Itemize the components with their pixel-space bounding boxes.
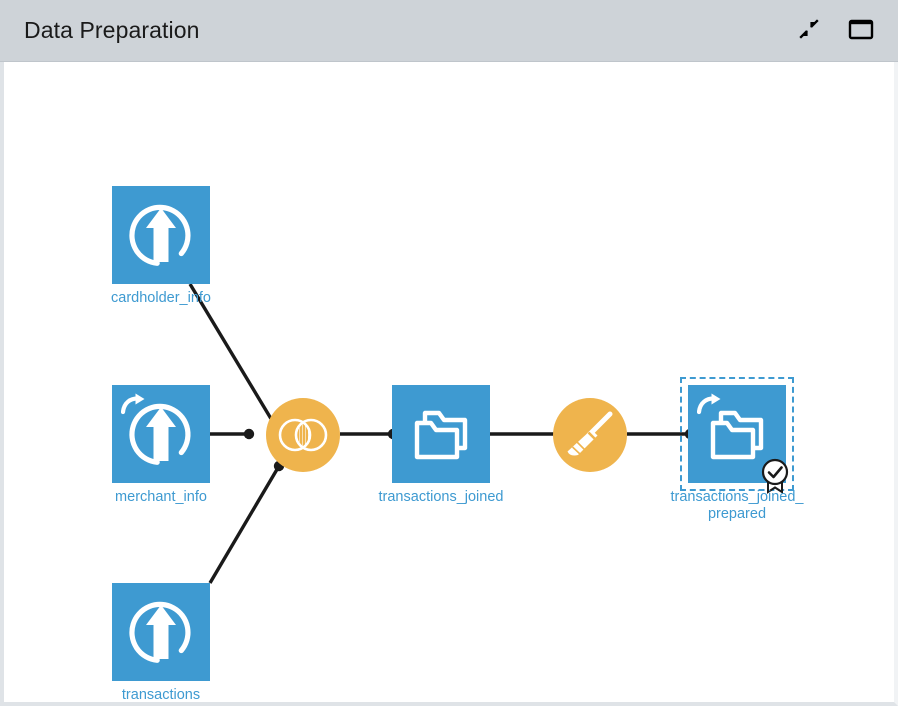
share-arrow-icon	[696, 393, 721, 415]
folders-dataset-icon	[392, 385, 490, 488]
flow-canvas[interactable]: cardholder_info merchant_info transactio…	[4, 62, 894, 702]
titlebar-actions	[796, 18, 874, 44]
node-selection-ring	[680, 377, 794, 491]
collapse-button[interactable]	[796, 18, 822, 44]
page-title: Data Preparation	[24, 17, 200, 43]
node-label: merchant_info	[115, 489, 207, 505]
edge-endpoint-dot	[243, 428, 255, 440]
node-label: transactions_joined_ prepared	[670, 489, 804, 522]
node-label: transactions	[121, 687, 201, 702]
flow-canvas-frame: cardholder_info merchant_info transactio…	[0, 62, 898, 706]
broom-cleanse-icon	[553, 398, 627, 477]
node-label: transactions_joined	[378, 489, 504, 505]
import-upload-icon	[112, 583, 210, 686]
collapse-arrows-icon	[797, 17, 821, 44]
certified-badge-icon	[761, 458, 789, 494]
node-label: cardholder_info	[111, 290, 211, 306]
share-arrow-icon	[120, 393, 147, 420]
share-arrow-icon	[120, 393, 145, 415]
import-upload-icon	[112, 186, 210, 289]
import-upload-icon	[112, 385, 210, 488]
flow-edge	[208, 465, 281, 584]
folders-dataset-icon	[688, 385, 786, 488]
maximize-button[interactable]	[848, 18, 874, 44]
window-titlebar: Data Preparation	[0, 0, 898, 62]
certified-badge-icon	[758, 457, 792, 500]
share-arrow-icon	[696, 393, 723, 420]
maximize-window-icon	[848, 18, 874, 43]
join-venn-icon	[266, 398, 340, 477]
